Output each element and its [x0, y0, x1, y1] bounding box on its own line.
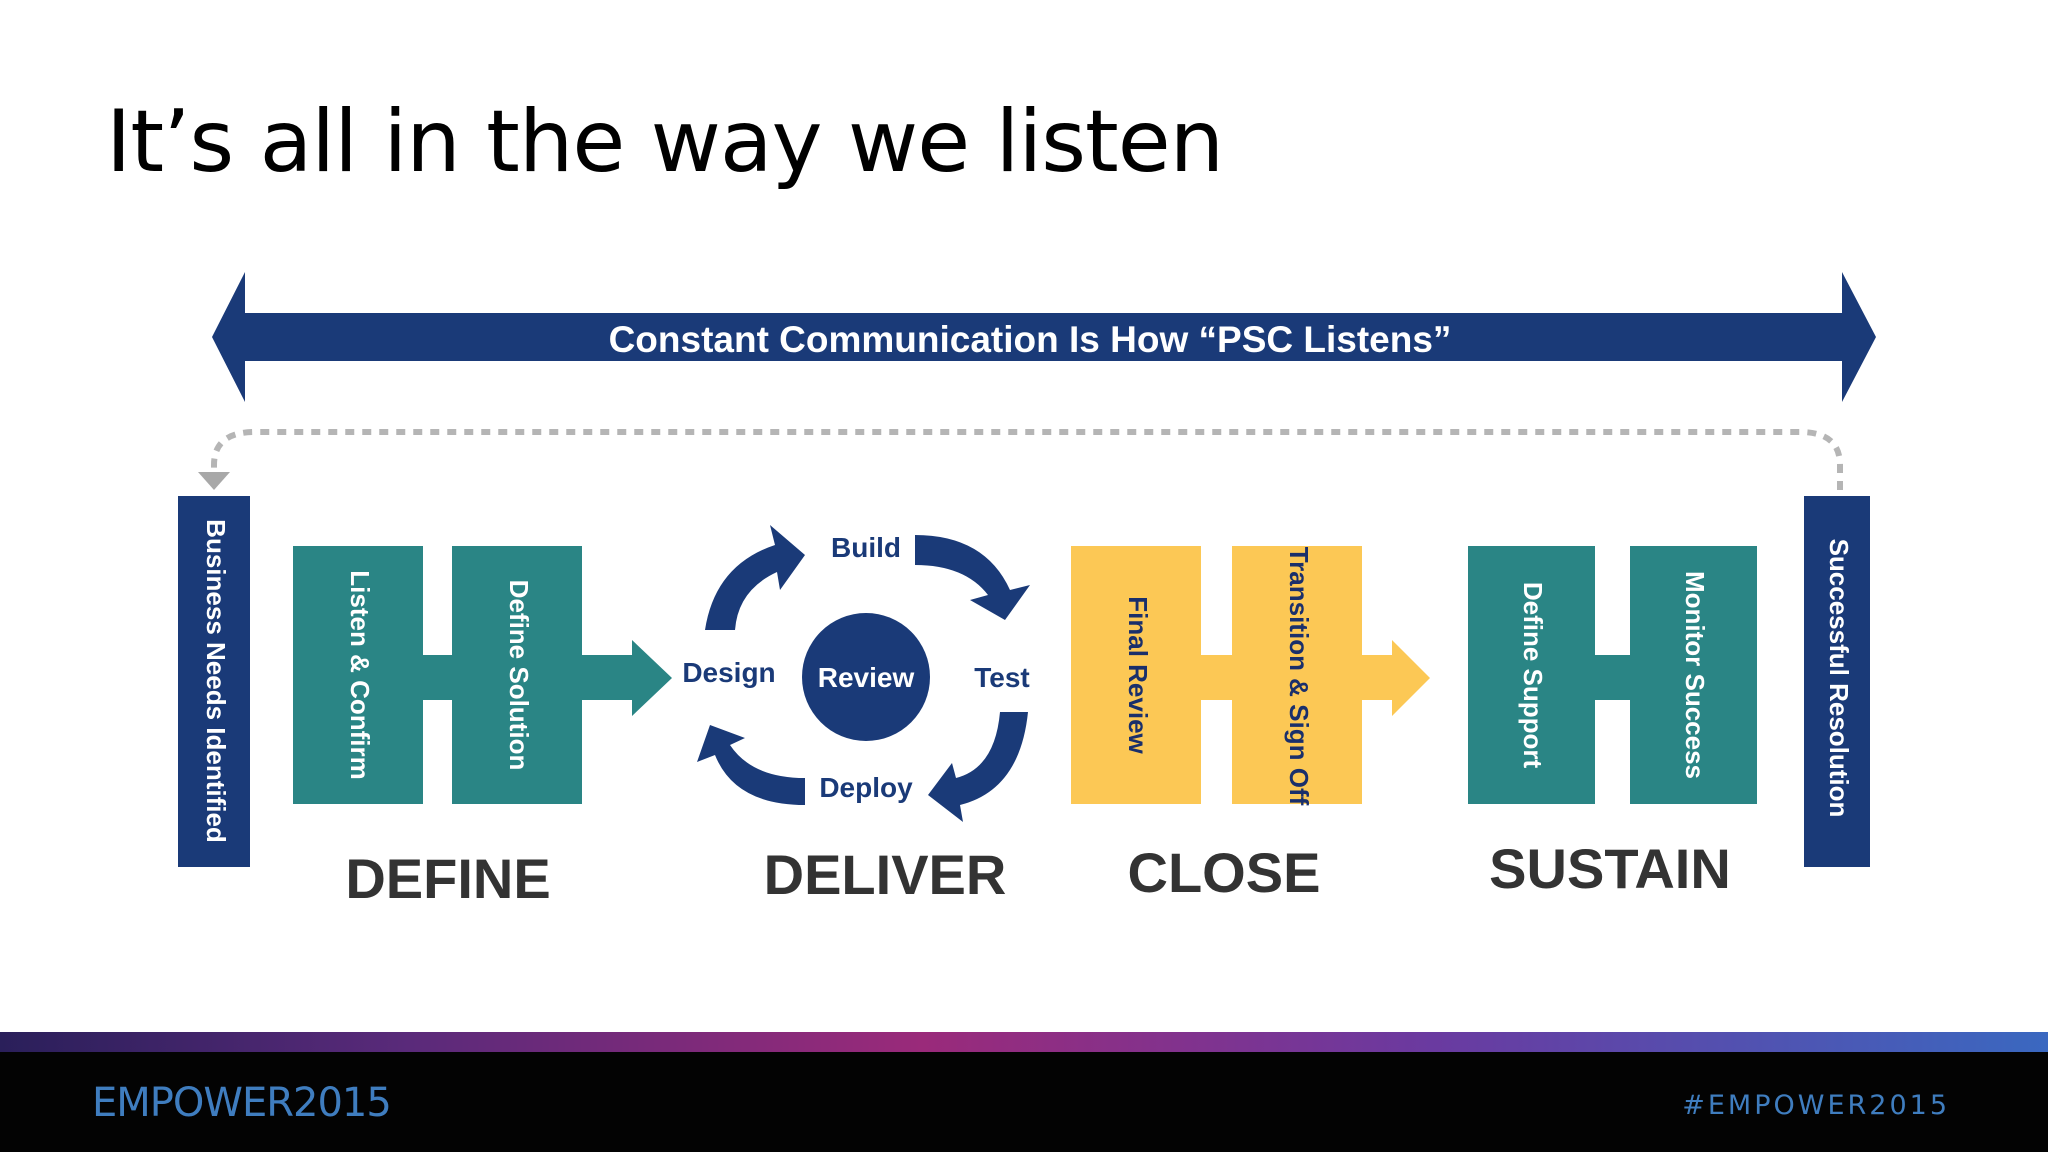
- deliver-phase: Review Build Test Deploy Design DELIVER: [682, 525, 1030, 906]
- start-label: Business Needs Identified: [201, 519, 231, 843]
- close-bar-left-label: Final Review: [1123, 596, 1153, 754]
- cycle-right-label: Test: [974, 662, 1030, 693]
- define-label: DEFINE: [345, 847, 550, 910]
- define-bar-right-label: Define Solution: [504, 580, 534, 771]
- cycle-arrow-bottom-right-icon: [928, 712, 1028, 822]
- close-label: CLOSE: [1128, 841, 1321, 904]
- double-arrow-shape: [212, 272, 1876, 402]
- cycle-left-label: Design: [682, 657, 775, 688]
- end-label: Successful Resolution: [1824, 539, 1854, 818]
- review-circle: [802, 613, 930, 741]
- define-phase: Listen & Confirm Define Solution DEFINE: [293, 546, 672, 910]
- footer: EMPOWER2015 #EMPOWER2015: [0, 1032, 2048, 1152]
- cycle-arrow-bottom-left-icon: [697, 725, 805, 805]
- close-arrow-shape: [1360, 640, 1430, 716]
- slide-title: It’s all in the way we listen: [106, 92, 1224, 192]
- sustain-bar-right-label: Monitor Success: [1680, 571, 1710, 779]
- cycle-arrow-top-right-icon: [915, 535, 1030, 620]
- feedback-loop: [198, 429, 1843, 490]
- cycle-arrow-top-left-icon: [705, 525, 805, 630]
- sustain-label: SUSTAIN: [1489, 837, 1731, 900]
- process-diagram: Constant Communication Is How “PSC Liste…: [178, 272, 1876, 910]
- footer-gradient-stripe: [0, 1032, 2048, 1052]
- communication-banner: Constant Communication Is How “PSC Liste…: [212, 272, 1876, 402]
- review-label: Review: [818, 662, 915, 693]
- cycle-top-label: Build: [831, 532, 901, 563]
- loop-arrowhead-icon: [198, 472, 230, 490]
- close-bar-right-label: Transition & Sign Off: [1284, 547, 1314, 806]
- define-bar-left-label: Listen & Confirm: [345, 570, 375, 779]
- footer-brand: EMPOWER2015: [92, 1080, 392, 1126]
- cycle-bottom-label: Deploy: [819, 772, 913, 803]
- footer-hashtag: #EMPOWER2015: [1682, 1090, 1950, 1121]
- start-bar: Business Needs Identified: [178, 496, 250, 867]
- dotted-loop-path: [211, 429, 1843, 490]
- deliver-label: DELIVER: [764, 843, 1007, 906]
- close-phase: Final Review Transition & Sign Off CLOSE: [1071, 546, 1430, 904]
- banner-text: Constant Communication Is How “PSC Liste…: [609, 319, 1452, 360]
- end-bar: Successful Resolution: [1804, 496, 1870, 867]
- define-arrow-shape: [582, 640, 672, 716]
- sustain-phase: Define Support Monitor Success SUSTAIN: [1468, 546, 1757, 900]
- sustain-bar-left-label: Define Support: [1518, 582, 1548, 769]
